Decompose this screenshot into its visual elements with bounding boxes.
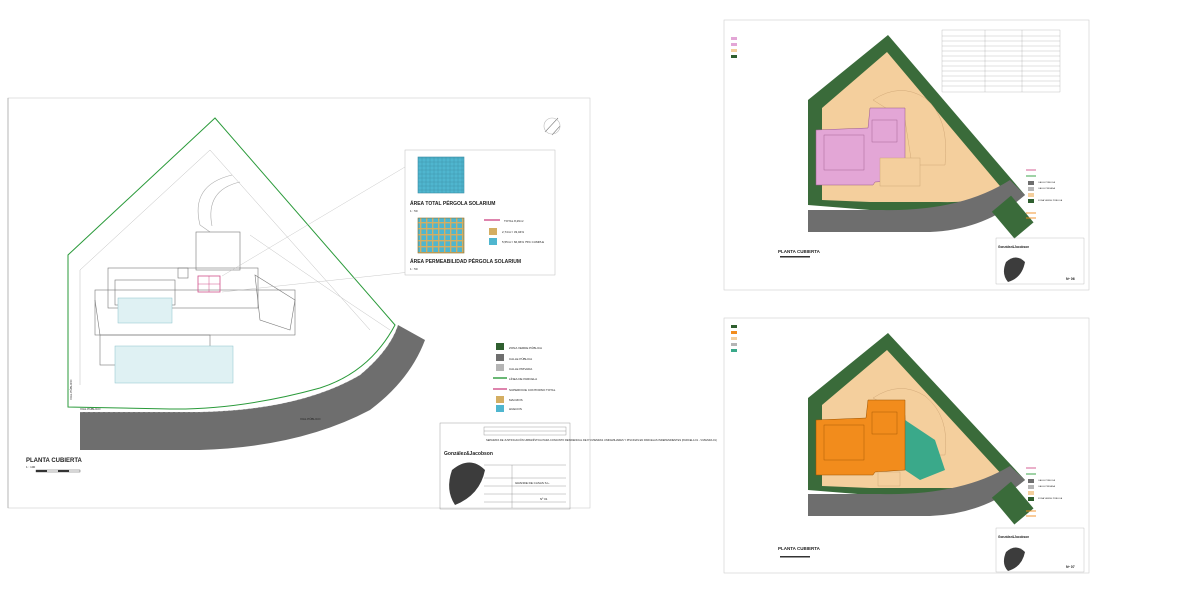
- sheet-number-top: Nº 06: [1066, 277, 1075, 281]
- right-top-sheet: [723, 19, 1090, 291]
- pergola-permeability-title: ÁREA PERMEABILIDAD PÉRGOLA SOLARIUM: [410, 257, 521, 265]
- pergola-permeability-swatch: [417, 217, 465, 254]
- public-street-bottom: [808, 466, 1025, 516]
- street-label-2: VIAL PÚBLICO: [300, 416, 321, 421]
- inset-legend-solids: 2,74m² / 33,04%: [502, 230, 524, 234]
- legend-plot-line: LÍNEA DE PARCELA: [509, 377, 537, 381]
- pool-upper: [117, 297, 173, 324]
- legend-voids: HUECOS: [509, 407, 522, 411]
- top-legend-public-street: CALLE PÚBLICA: [1038, 181, 1055, 184]
- street-label-3: VIAL PÚBLICO: [68, 379, 73, 400]
- top-legend-private-street: CALLE PRIVADA: [1038, 187, 1056, 190]
- pergola-total-swatch: [417, 156, 465, 194]
- north-arrow-icon: [543, 117, 561, 136]
- public-street-band: [80, 325, 425, 450]
- top-legend-green-zone: ZONA VERDE PÚBLICA: [1038, 199, 1063, 202]
- plot-boundary: [67, 117, 396, 410]
- pergola-total-title: ÁREA TOTAL PÉRGOLA SOLARIUM: [410, 199, 495, 207]
- right-bottom-sheet: [723, 317, 1090, 574]
- legend-public-street: CALLE PÚBLICA: [509, 356, 532, 361]
- pergola-total-scale: 1 : 50: [410, 209, 418, 213]
- pool-lower: [114, 345, 234, 384]
- legend-solids: MACIZOS: [509, 398, 523, 402]
- title-block: [439, 422, 571, 510]
- orange-building-footprint: [815, 399, 906, 476]
- titleblock-promotor: GRANDE DE CASAS S.L.: [515, 481, 550, 485]
- legend-private-street: CALLE PRIVADA: [509, 367, 532, 371]
- bottom-legend-private-street: CALLE PRIVADA: [1038, 485, 1056, 488]
- pergola-permeability-scale: 1 : 50: [410, 267, 418, 271]
- urban-parameters-table: [941, 29, 1061, 93]
- plan-title-top: PLANTA CUBIERTA: [778, 249, 821, 254]
- left-sheet: [7, 97, 591, 510]
- brand-bottom: González&Jacobson: [998, 535, 1029, 539]
- inset-legend-voids: 5,55m² / 66,96% 75% CUMPLE: [502, 240, 544, 244]
- bottom-legend-green-zone: ZONA VERDE PÚBLICA: [1038, 497, 1063, 500]
- teal-zone: [905, 420, 945, 480]
- leaf-logo-icon: [449, 462, 485, 505]
- legend-green-zone: ZONA VERDE PÚBLICA: [509, 345, 542, 350]
- legend-total-surface: SUPERFICIE CONTORNO TOTAL: [509, 388, 556, 392]
- leaf-logo-icon-bottom: [1003, 547, 1025, 571]
- plan-title-bottom: PLANTA CUBIERTA: [778, 546, 821, 551]
- sheet-number-bottom: Nº 07: [1066, 565, 1075, 569]
- inset-legend-total: TOTAL 8,29m²: [504, 219, 523, 223]
- legend-swatches: [493, 343, 507, 412]
- brand-left: González&Jacobson: [444, 451, 493, 457]
- plan-scale-left: 1 : 100: [26, 465, 36, 469]
- scale-bar: [35, 469, 81, 473]
- street-label-1: VIAL PÚBLICO: [80, 406, 101, 411]
- titleblock-heading: SEPARATA DE JUSTIFICACIÓN URBANÍSTICA PA…: [486, 437, 717, 442]
- plan-title-left: PLANTA CUBIERTA: [26, 458, 83, 464]
- public-street-top: [808, 180, 1025, 232]
- sheet-number-left: Nº 01: [540, 497, 548, 501]
- brand-top: González&Jacobson: [998, 245, 1029, 249]
- leaf-logo-icon-top: [1003, 257, 1025, 282]
- bottom-legend-public-street: CALLE PÚBLICA: [1038, 479, 1055, 482]
